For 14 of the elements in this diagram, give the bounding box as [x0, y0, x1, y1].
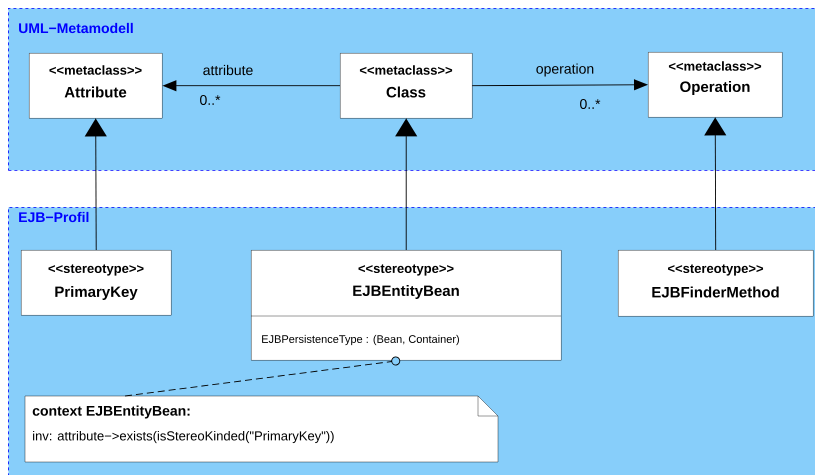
multiplicity-label: 0..*	[200, 95, 220, 105]
class-box: <<stereotype>> PrimaryKey	[21, 250, 172, 316]
note-box: context EJBEntityBean: inv: attribute−>exists(isStereoKinded("PrimaryKey"))	[24, 396, 498, 462]
multiplicity-label: 0..*	[580, 99, 600, 109]
package-title: UML−Metamodell	[19, 22, 133, 34]
class-box: <<stereotype>> EJBFinderMethod	[618, 250, 814, 316]
edge-label: attribute	[202, 64, 254, 76]
class-box: <<metaclass>> Attribute	[29, 53, 162, 118]
class-box: <<metaclass>> Class	[340, 53, 472, 118]
package-title: EJB−Profil	[19, 212, 88, 222]
class-box: <<stereotype>> EJBEntityBean EJBPersistenceType : (Bean, Container)	[250, 250, 562, 360]
connector	[124, 356, 400, 396]
edge-label: operation	[534, 62, 596, 78]
class-box: <<metaclass>> Operation	[648, 52, 782, 118]
